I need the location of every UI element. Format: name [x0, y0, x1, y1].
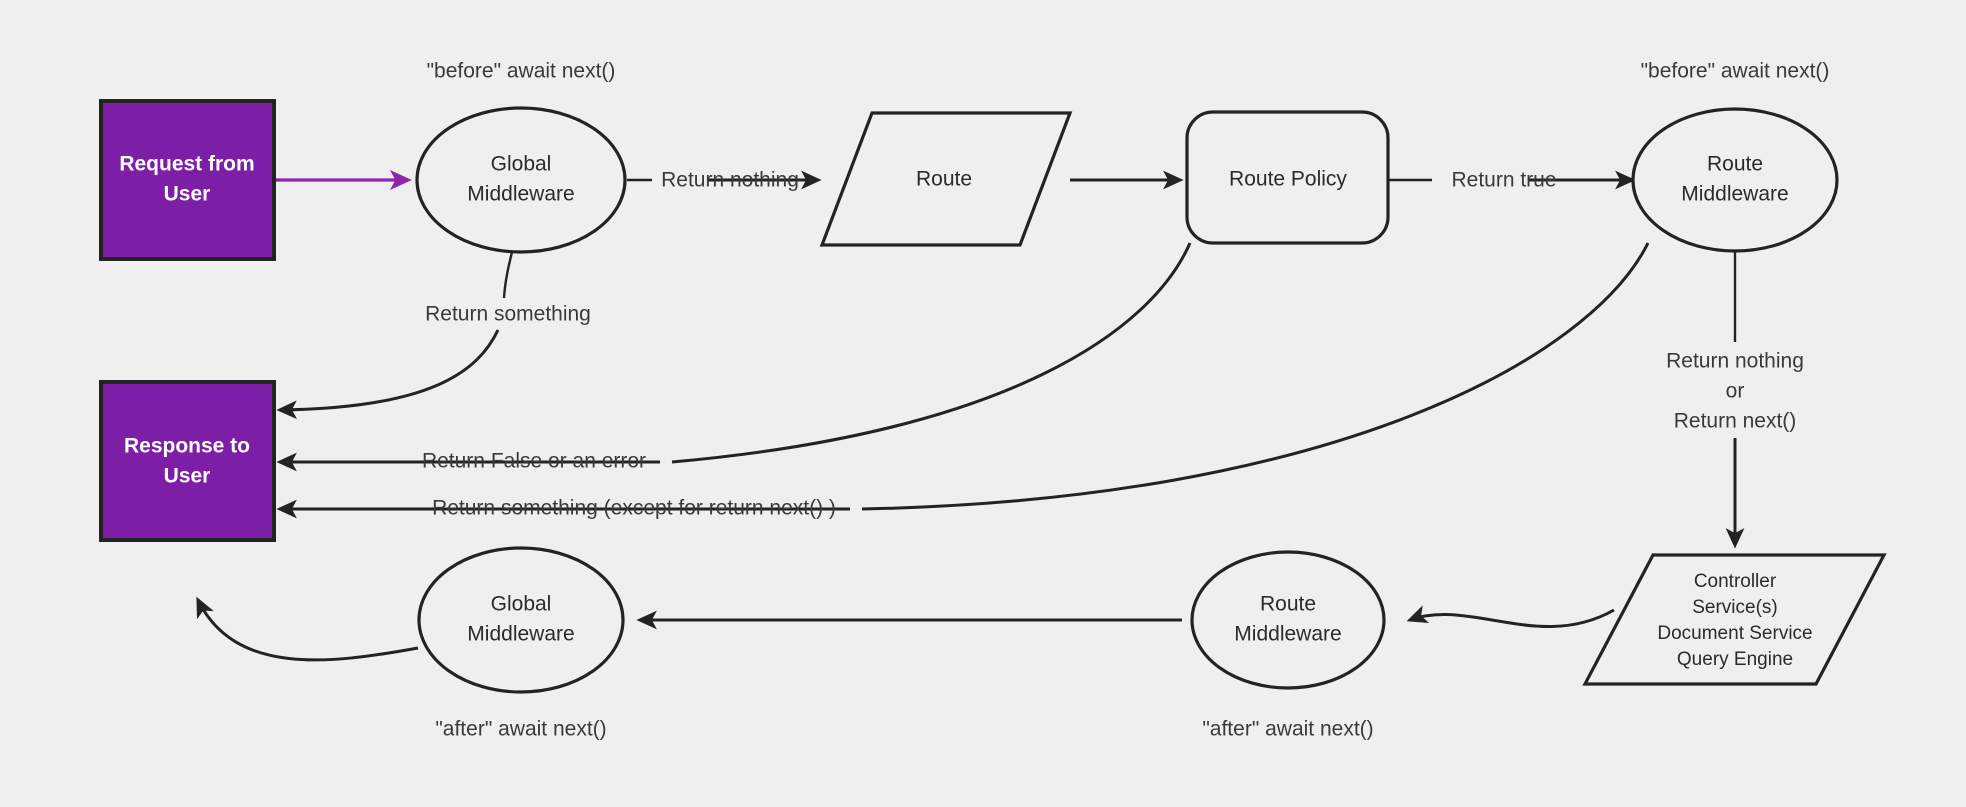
- annotation-before-await-next-global: "before" await next(): [427, 60, 616, 83]
- node-request-from-user[interactable]: Request from User: [99, 99, 276, 261]
- controller-label-line1: Controller: [1694, 571, 1777, 592]
- node-response-to-user[interactable]: Response to User: [99, 380, 276, 542]
- global-middleware-top-label-line2: Middleware: [467, 183, 574, 206]
- edge-controller-to-route-middleware-bottom: [1406, 605, 1615, 628]
- global-middleware-bottom-ellipse[interactable]: [417, 546, 625, 694]
- controller-parallelogram[interactable]: [1582, 553, 1887, 686]
- annotation-before-await-next-route-mw: "before" await next(): [1641, 60, 1830, 83]
- controller-label-line2: Service(s): [1692, 597, 1778, 618]
- edge-label-route-mw-return-nothing: Return nothing: [1666, 350, 1804, 373]
- route-label: Route: [916, 168, 972, 191]
- global-middleware-top-label-line1: Global: [491, 153, 552, 176]
- global-middleware-bottom-label-line1: Global: [491, 593, 552, 616]
- edge-label-return-something-except-next: Return something (except for return next…: [432, 497, 836, 520]
- annotation-after-await-next-global: "after" await next(): [435, 718, 606, 741]
- route-policy-label: Route Policy: [1229, 168, 1347, 191]
- request-from-user-label-line2: User: [164, 183, 211, 206]
- request-from-user-box[interactable]: [99, 99, 276, 261]
- edge-label-route-mw-return-next: Return next(): [1674, 410, 1797, 433]
- controller-label-line4: Query Engine: [1677, 649, 1793, 670]
- edge-label-return-nothing: Return nothing: [661, 169, 799, 192]
- edge-label-return-true: Return true: [1451, 169, 1556, 192]
- edge-global-return-something-stub: [502, 247, 515, 299]
- node-route-middleware-top[interactable]: Route Middleware: [1631, 107, 1839, 253]
- node-controller-services[interactable]: Controller Service(s) Document Service Q…: [1582, 553, 1887, 686]
- route-parallelogram[interactable]: [819, 111, 1073, 247]
- controller-label-line3: Document Service: [1657, 623, 1812, 644]
- edge-label-return-false-or-error: Return False or an error: [422, 450, 646, 473]
- annotation-after-await-next-route-mw: "after" await next(): [1202, 718, 1373, 741]
- global-middleware-bottom-label-line2: Middleware: [467, 623, 574, 646]
- edge-global-return-something-to-response: [276, 329, 500, 420]
- route-middleware-bottom-label-line2: Middleware: [1234, 623, 1341, 646]
- route-middleware-top-label-line2: Middleware: [1681, 183, 1788, 206]
- edge-label-route-mw-or: or: [1726, 380, 1745, 403]
- node-global-middleware-top[interactable]: Global Middleware: [415, 106, 627, 254]
- response-to-user-box[interactable]: [99, 380, 276, 542]
- node-route-middleware-bottom[interactable]: Route Middleware: [1190, 550, 1386, 690]
- node-route-policy[interactable]: Route Policy: [1185, 110, 1390, 245]
- route-middleware-bottom-ellipse[interactable]: [1190, 550, 1386, 690]
- edge-label-return-something: Return something: [425, 303, 591, 326]
- route-policy-box[interactable]: [1185, 110, 1390, 245]
- node-route[interactable]: Route: [819, 111, 1073, 247]
- edge-route-mw-return-something-curve: [861, 242, 1650, 511]
- request-from-user-label-line1: Request from: [119, 153, 254, 176]
- edge-policy-return-false-curve: [671, 242, 1192, 464]
- edge-global-mw-bottom-to-response: [196, 596, 419, 662]
- route-middleware-top-ellipse[interactable]: [1631, 107, 1839, 253]
- response-to-user-label-line2: User: [164, 465, 211, 488]
- node-global-middleware-bottom[interactable]: Global Middleware: [417, 546, 625, 694]
- response-to-user-label-line1: Response to: [124, 435, 250, 458]
- global-middleware-top-ellipse[interactable]: [415, 106, 627, 254]
- route-middleware-top-label-line1: Route: [1707, 153, 1763, 176]
- route-middleware-bottom-label-line1: Route: [1260, 593, 1316, 616]
